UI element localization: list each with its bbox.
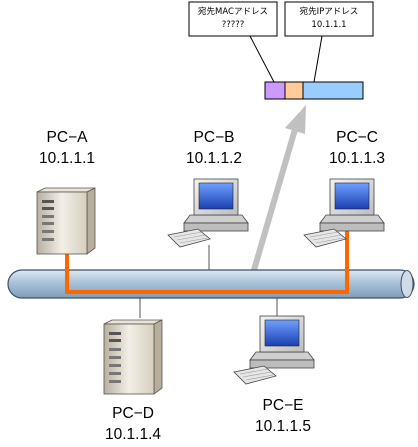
pc-e-node[interactable]: PC−E 10.1.1.5	[233, 315, 315, 435]
dest-mac-value: ?????	[222, 20, 245, 30]
pc-c-ip: 10.1.1.3	[329, 150, 385, 167]
packet-ip-field	[284, 81, 304, 100]
dest-mac-pointer	[249, 35, 275, 83]
pc-b-node[interactable]: PC−B 10.1.1.2	[167, 129, 249, 248]
pc-c-name: PC−C	[336, 129, 378, 146]
dest-ip-value: 10.1.1.1	[311, 20, 346, 30]
dest-mac-callout: 宛先MACアドレス ?????	[188, 1, 278, 83]
dest-ip-callout: 宛先IPアドレス 10.1.1.1	[284, 1, 374, 83]
pc-a-ip: 10.1.1.1	[39, 150, 95, 167]
pc-d-name: PC−D	[112, 405, 154, 422]
packet-frame	[264, 81, 364, 100]
dest-mac-title: 宛先MACアドレス	[198, 6, 268, 17]
pc-e-ip: 10.1.1.5	[255, 418, 311, 435]
pc-e-desktop-icon	[233, 315, 315, 385]
pc-a-tower-icon	[36, 187, 96, 255]
dest-ip-pointer	[313, 35, 323, 83]
pc-a-node[interactable]: PC−A 10.1.1.1	[36, 129, 96, 255]
pc-b-ip: 10.1.1.2	[186, 150, 242, 167]
pc-a-name: PC−A	[47, 129, 89, 146]
pc-d-tower-icon	[103, 319, 163, 395]
dest-ip-title: 宛先IPアドレス	[300, 6, 359, 17]
pc-d-ip: 10.1.1.4	[105, 426, 161, 443]
packet-mac-field	[264, 81, 286, 100]
packet-data-field	[302, 81, 364, 100]
pc-c-desktop-icon	[303, 178, 385, 248]
pc-b-name: PC−B	[194, 129, 235, 146]
pc-e-name: PC−E	[263, 397, 304, 414]
pc-d-node[interactable]: PC−D 10.1.1.4	[103, 319, 163, 443]
pc-c-node[interactable]: PC−C 10.1.1.3	[303, 129, 385, 248]
broadcast-arrow	[244, 105, 306, 295]
pc-b-desktop-icon	[167, 178, 249, 248]
